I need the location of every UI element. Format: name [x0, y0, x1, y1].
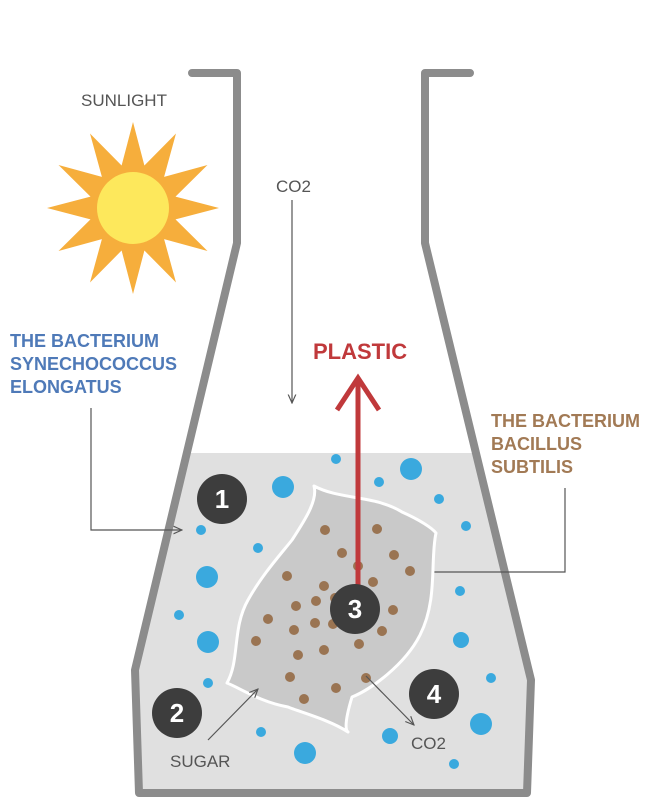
- brown-bacterium: [389, 550, 399, 560]
- brown-bacterium: [293, 650, 303, 660]
- step-4-number: 4: [427, 679, 442, 709]
- brown-bacterium: [368, 577, 378, 587]
- sun-icon: [47, 122, 219, 294]
- blue-bacterium: [253, 543, 263, 553]
- blue-bacterium: [272, 476, 294, 498]
- brown-bacterium: [372, 524, 382, 534]
- blue-bacterium: [197, 631, 219, 653]
- blue-bacterium: [174, 610, 184, 620]
- step-1-number: 1: [215, 484, 229, 514]
- blue-bacterium: [256, 727, 266, 737]
- brown-bacterium: [331, 683, 341, 693]
- brown-bacterium: [263, 614, 273, 624]
- synechococcus-label-line-3: ELONGATUS: [10, 377, 122, 397]
- brown-bacterium: [311, 596, 321, 606]
- brown-bacterium: [282, 571, 292, 581]
- blue-bacterium: [449, 759, 459, 769]
- brown-bacterium: [285, 672, 295, 682]
- plastic-label: PLASTIC: [313, 339, 407, 364]
- brown-bacterium: [361, 673, 371, 683]
- bacillus-label-line-1: THE BACTERIUM: [491, 411, 640, 431]
- blue-bacterium: [470, 713, 492, 735]
- blue-bacterium: [434, 494, 444, 504]
- step-3-badge: 3: [330, 584, 380, 634]
- sugar-label: SUGAR: [170, 752, 230, 771]
- blue-bacterium: [486, 673, 496, 683]
- flask-outline: [131, 69, 535, 797]
- bacillus-label-line-2: BACILLUS: [491, 434, 582, 454]
- blue-bacterium: [382, 728, 398, 744]
- blue-bacterium: [331, 454, 341, 464]
- step-3-number: 3: [348, 594, 362, 624]
- brown-bacterium: [299, 694, 309, 704]
- brown-bacterium: [388, 605, 398, 615]
- sugar-pointer: [207, 689, 258, 741]
- blue-bacterium: [400, 458, 422, 480]
- step-2-badge: 2: [152, 688, 202, 738]
- blue-bacterium: [196, 525, 206, 535]
- step-1-badge: 1: [197, 474, 247, 524]
- brown-bacterium: [354, 639, 364, 649]
- blue-bacterium: [461, 521, 471, 531]
- step-2-number: 2: [170, 698, 184, 728]
- synechococcus-label: THE BACTERIUM SYNECHOCOCCUS ELONGATUS: [10, 331, 182, 397]
- brown-bacterium: [405, 566, 415, 576]
- blue-bacterium: [203, 678, 213, 688]
- co2-bottom-label: CO2: [411, 734, 446, 753]
- bacillus-label-line-3: SUBTILIS: [491, 457, 573, 477]
- synechococcus-pointer: [90, 408, 182, 530]
- brown-bacterium: [377, 626, 387, 636]
- brown-bacterium: [320, 525, 330, 535]
- bacillus-label: THE BACTERIUM BACILLUS SUBTILIS: [491, 411, 645, 477]
- blue-bacterium: [294, 742, 316, 764]
- blue-bacteria-group: [174, 454, 496, 769]
- brown-bacterium: [319, 645, 329, 655]
- synechococcus-label-line-2: SYNECHOCOCCUS: [10, 354, 177, 374]
- blue-bacterium: [374, 477, 384, 487]
- synechococcus-label-line-1: THE BACTERIUM: [10, 331, 159, 351]
- blue-bacterium: [453, 632, 469, 648]
- blue-bacterium: [455, 586, 465, 596]
- sunlight-label: SUNLIGHT: [81, 91, 167, 110]
- brown-bacterium: [289, 625, 299, 635]
- plastic-arrow: [334, 373, 382, 605]
- step-4-badge: 4: [409, 669, 459, 719]
- co2-top-label: CO2: [276, 177, 311, 196]
- brown-bacterium: [337, 548, 347, 558]
- bacillus-pointer: [418, 488, 566, 572]
- brown-bacterium: [319, 581, 329, 591]
- blue-bacterium: [196, 566, 218, 588]
- brown-bacterium: [251, 636, 261, 646]
- brown-bacterium: [291, 601, 301, 611]
- brown-bacterium: [310, 618, 320, 628]
- co2-bottom-pointer: [365, 675, 414, 725]
